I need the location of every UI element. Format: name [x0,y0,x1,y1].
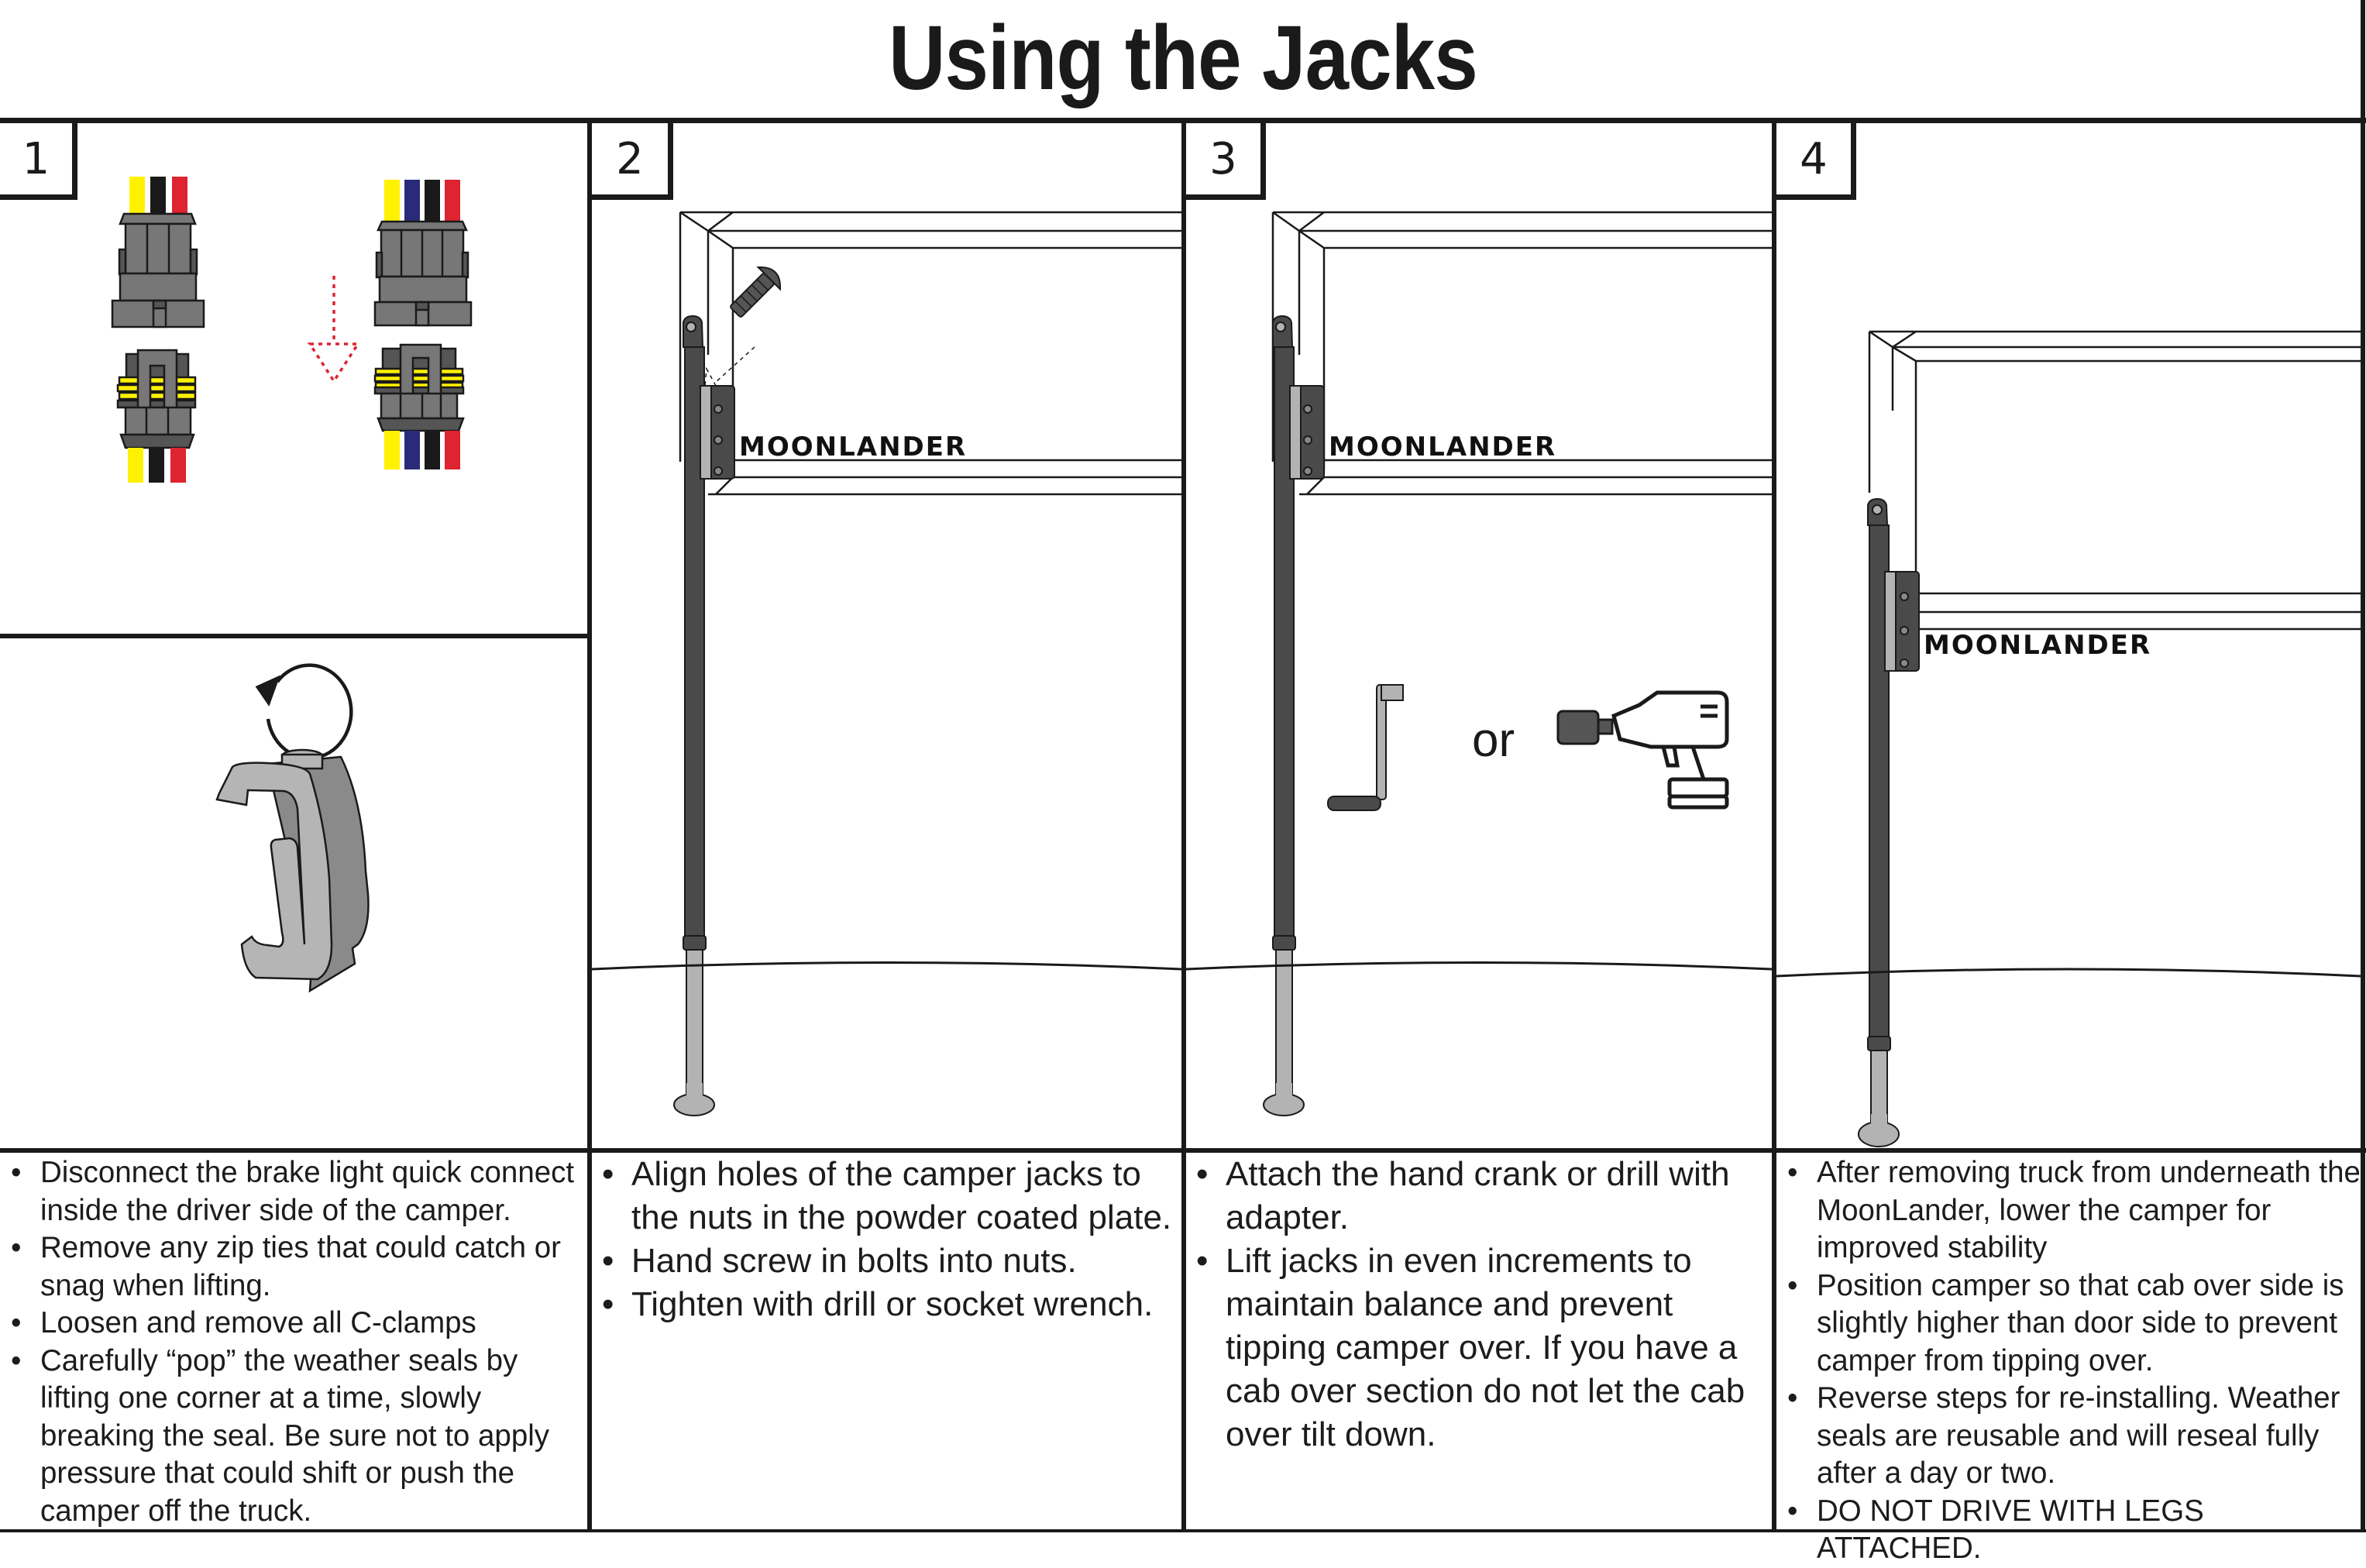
bullet: • [602,1155,614,1193]
step-item: •After removing truck from underneath th… [1787,1156,2361,1264]
panel-divider-1 [587,118,592,1532]
ground-line [592,961,1182,971]
step-item: •Carefully “pop” the weather seals by li… [11,1343,550,1528]
page-right-border [2361,0,2365,1532]
brand-logo: MOONLANDER [739,432,967,462]
step-item: •Lift jacks in even increments to mainta… [1196,1240,1768,1456]
step-item: •Hand screw in bolts into nuts. [602,1240,1181,1283]
rotate-counterclockwise-icon [255,663,353,760]
page-bottom-border [0,1529,2366,1532]
bullet: • [1196,1242,1209,1280]
bolt-icon [730,266,781,318]
bullet: • [1787,1494,1798,1528]
or-label: or [1472,714,1515,767]
bullet: • [11,1156,22,1189]
brand-logo: MOONLANDER [1329,432,1556,462]
wire-yellow [129,177,145,215]
step-item: •Position camper so that cab over side i… [1787,1268,2344,1377]
panel-3-steps: •Attach the hand crank or drill with ada… [1196,1153,1768,1456]
drill-icon [1556,690,1729,810]
step-number-1: 1 [0,122,77,200]
bullet: • [1196,1155,1209,1193]
panel-divider-2 [1181,118,1186,1532]
bullet: • [11,1343,22,1377]
bullet: • [602,1285,614,1323]
panel-4-steps: •After removing truck from underneath th… [1787,1154,2363,1568]
page-title: Using the Jacks [889,7,1478,109]
wire-red [172,177,187,215]
camper-frame-jack-crank-illustration: MOONLANDER [1186,211,1772,1116]
panel-1-mid-divider [0,634,589,638]
step-number-2: 2 [592,122,673,200]
step-item: •Disconnect the brake light quick connec… [11,1156,575,1227]
bullet: • [11,1306,22,1339]
brand-logo: MOONLANDER [1924,630,2151,661]
bullet: • [602,1242,614,1280]
panel-2-steps: •Align holes of the camper jacks to the … [602,1153,1181,1326]
wire-black [150,177,166,215]
bullet: • [1787,1381,1798,1415]
c-clamp-illustration [215,663,370,993]
step-number-3: 3 [1186,122,1266,200]
step-item: •Align holes of the camper jacks to the … [602,1153,1181,1240]
connector-illustration [111,177,473,483]
bullet: • [11,1231,22,1264]
bullet: • [1787,1156,1798,1189]
step-number-4: 4 [1776,122,1856,200]
panel-1-steps: •Disconnect the brake light quick connec… [11,1154,583,1530]
ground-line [1186,961,1772,971]
camper-frame-jack-bolt-illustration: MOONLANDER [592,211,1182,1116]
step-item: •DO NOT DRIVE WITH LEGS ATTACHED. [1787,1494,2204,1566]
hand-crank-icon [1327,684,1404,811]
panel-divider-3 [1772,118,1776,1532]
step-item: •Remove any zip ties that could catch or… [11,1231,561,1302]
connector-housing [119,212,197,225]
step-item: •Tighten with drill or socket wrench. [602,1283,1181,1326]
ground-line [1776,968,2361,978]
down-arrow-icon [307,276,361,384]
step-item: •Attach the hand crank or drill with ada… [1196,1153,1768,1240]
step-item: •Reverse steps for re-installing. Weathe… [1787,1381,2340,1490]
camper-lowered-jack-illustration: MOONLANDER [1776,330,2361,1147]
bullet: • [1787,1268,1798,1302]
step-item: •Loosen and remove all C-clamps [11,1305,583,1343]
text-area-divider [0,1148,2366,1153]
